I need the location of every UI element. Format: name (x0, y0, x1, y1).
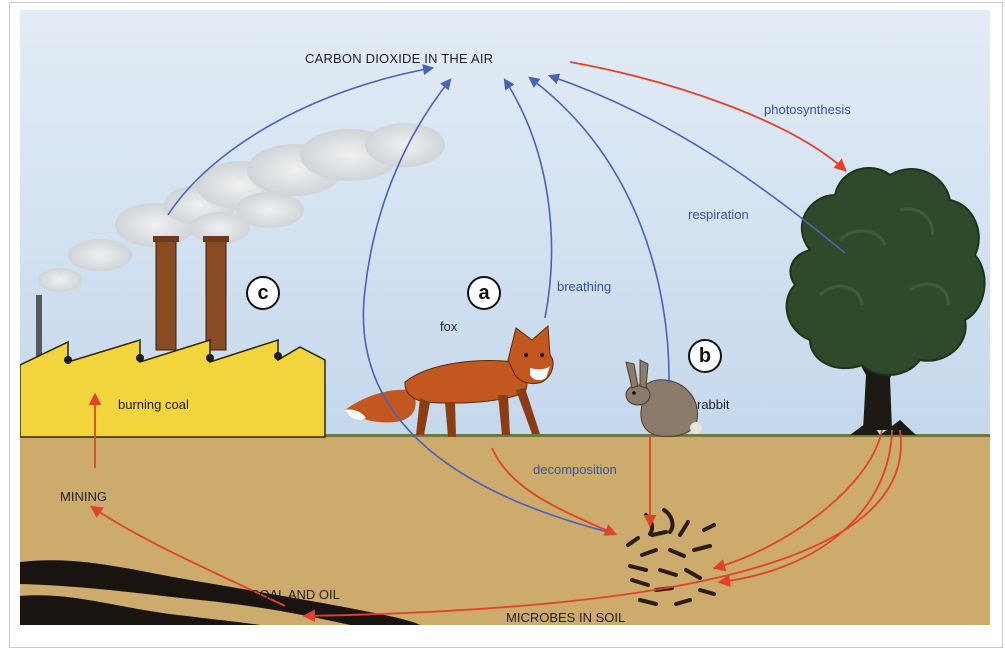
photosynthesis-label: photosynthesis (764, 103, 851, 116)
marker-c: c (246, 276, 280, 310)
rabbit-label: rabbit (697, 398, 730, 411)
fox-label: fox (440, 320, 457, 333)
breathing-label: breathing (557, 280, 611, 293)
co2-air-label: CARBON DIOXIDE IN THE AIR (305, 52, 493, 65)
microbes-in-soil-label: MICROBES IN SOIL (506, 611, 625, 624)
respiration-label: respiration (688, 208, 749, 221)
marker-a: a (467, 276, 501, 310)
decomposition-label: decomposition (533, 463, 617, 476)
burning-coal-label: burning coal (118, 398, 189, 411)
coal-and-oil-label: COAL AND OIL (250, 588, 340, 601)
marker-b: b (688, 339, 722, 373)
mining-label: MINING (60, 490, 107, 503)
